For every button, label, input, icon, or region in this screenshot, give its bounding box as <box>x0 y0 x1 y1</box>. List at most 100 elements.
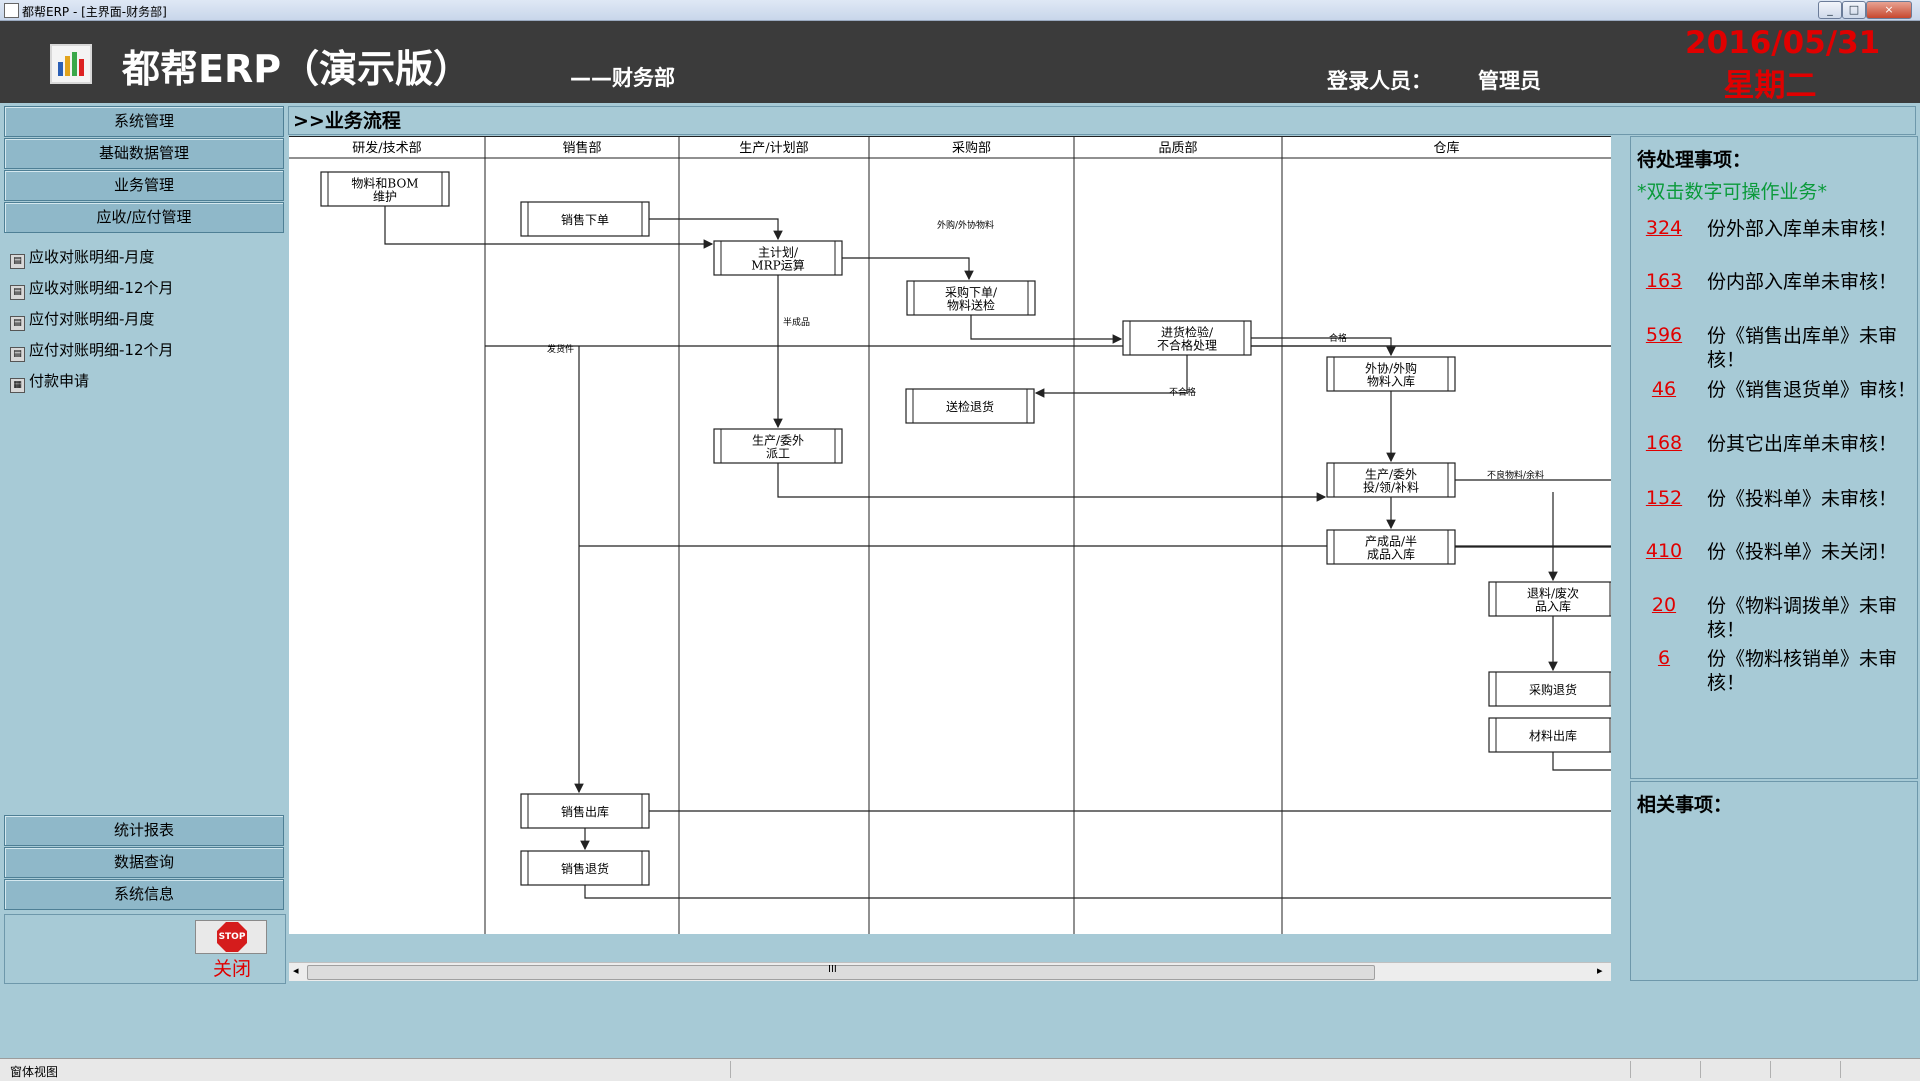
menu-business-management[interactable]: 业务管理 <box>4 170 284 201</box>
status-text: 窗体视图 <box>10 1065 59 1079</box>
task-count-link[interactable]: 46 <box>1651 378 1677 400</box>
task-count-link[interactable]: 152 <box>1645 487 1683 509</box>
flowchart: 研发/技术部销售部生产/计划部采购部品质部仓库 物料和BOM维护销售下单主计划/… <box>289 136 1611 934</box>
form-icon: ▦ <box>10 378 25 393</box>
status-divider <box>1700 1061 1701 1078</box>
panel-title: >>业务流程 <box>288 106 1916 135</box>
related-panel: 相关事项： <box>1630 781 1918 981</box>
task-count-link[interactable]: 596 <box>1645 324 1683 346</box>
lane-header: 仓库 <box>1433 140 1459 156</box>
flow-box-label: 外协/外购 <box>1365 361 1417 376</box>
flow-connector <box>970 315 1123 344</box>
close-window-button[interactable]: × <box>1866 1 1912 19</box>
scroll-thumb-grip: III <box>828 964 837 975</box>
current-weekday: 星期二 <box>1723 68 1817 104</box>
flow-box-label: 销售下单 <box>561 212 609 227</box>
related-title: 相关事项： <box>1637 794 1733 816</box>
flow-box-label: 主计划/ <box>758 246 799 260</box>
app-logo-icon <box>50 44 92 84</box>
task-count-link[interactable]: 324 <box>1645 217 1683 239</box>
flow-box-label: 采购下单/ <box>945 285 998 300</box>
flow-box-label: 不合格处理 <box>1157 338 1217 353</box>
sub-item-receivable-monthly[interactable]: ▤ 应收对账明细-月度 <box>10 246 154 269</box>
task-count-link[interactable]: 168 <box>1645 432 1683 454</box>
menu-receivable-payable[interactable]: 应收/应付管理 <box>4 202 284 233</box>
flow-connector <box>842 257 974 281</box>
sub-item-receivable-12months[interactable]: ▤应收对账明细-12个月 <box>10 277 174 300</box>
minimize-button[interactable]: _ <box>1818 1 1842 19</box>
lane-header: 采购部 <box>952 140 991 156</box>
task-count-link[interactable]: 163 <box>1645 270 1683 292</box>
sub-item-payment-request[interactable]: ▦ 付款申请 <box>10 370 89 393</box>
edge-label: 半成品 <box>783 316 810 328</box>
sub-item-label: 付款申请 <box>29 372 90 390</box>
flow-box-sale-out[interactable]: 销售出库 <box>520 793 650 829</box>
flow-box-label: 物料送检 <box>947 298 995 313</box>
flow-box-label: 维护 <box>373 190 397 204</box>
task-text: 份《物料核销单》未审核！ <box>1707 648 1898 694</box>
task-text: 份其它出库单未审核！ <box>1707 433 1898 455</box>
edge-label: 不良物料/余料 <box>1487 469 1544 481</box>
edge-label: 外购/外协物料 <box>937 219 994 231</box>
flow-connector <box>777 463 1327 502</box>
flow-box-material-out[interactable]: 材料出库 <box>1488 717 1611 753</box>
scroll-left-arrow-icon[interactable]: ◂ <box>293 964 299 977</box>
flow-connector <box>1251 337 1396 357</box>
flow-box-sale-order[interactable]: 销售下单 <box>520 201 650 237</box>
flow-box-label: 进货检验/ <box>1161 325 1214 340</box>
flow-box-sale-return[interactable]: 销售退货 <box>520 850 650 886</box>
pending-hint: *双击数字可操作业务* <box>1637 181 1828 203</box>
report-icon: ▤ <box>10 347 25 362</box>
menu-statistics-report[interactable]: 统计报表 <box>4 815 284 846</box>
sub-item-payable-12months[interactable]: ▤ 应付对账明细-12个月 <box>10 339 174 362</box>
flow-box-issue[interactable]: 生产/委外投/领/补料 <box>1326 462 1456 498</box>
flow-box-label: 生产/委外 <box>1365 468 1417 482</box>
flow-box-label: 销售退货 <box>561 861 609 876</box>
task-text: 份内部入库单未审核！ <box>1707 271 1898 293</box>
sub-item-label: 应付对账明细-12个月 <box>29 341 174 359</box>
report-icon: ▤ <box>10 254 25 269</box>
task-count-link[interactable]: 20 <box>1651 594 1677 616</box>
flow-box-return-inspect[interactable]: 送检退货 <box>905 388 1035 424</box>
flow-box-inspect[interactable]: 进货检验/不合格处理 <box>1122 320 1252 356</box>
pending-title: 待处理事项： <box>1637 149 1752 171</box>
flow-box-label: 送检退货 <box>946 399 994 414</box>
flow-box-purchase-return[interactable]: 采购退货 <box>1488 671 1611 707</box>
status-divider <box>1840 1061 1841 1078</box>
task-text: 份《销售出库单》未审核！ <box>1707 325 1898 371</box>
lane-header: 研发/技术部 <box>352 140 421 156</box>
menu-system-info[interactable]: 系统信息 <box>4 879 284 910</box>
report-icon: ▤ <box>10 316 25 331</box>
lane-header: 品质部 <box>1158 141 1197 156</box>
flow-box-purchase[interactable]: 采购下单/物料送检 <box>906 280 1036 316</box>
stop-icon: STOP <box>217 922 247 952</box>
flow-box-label: 派工 <box>766 447 790 461</box>
scroll-right-arrow-icon[interactable]: ▸ <box>1597 964 1603 977</box>
sub-item-payable-monthly[interactable]: ▤ 应付对账明细-月度 <box>10 308 154 331</box>
menu-data-query[interactable]: 数据查询 <box>4 847 284 878</box>
flow-box-label: 物料和BOM <box>351 177 418 191</box>
app-header <box>0 21 1920 103</box>
close-label[interactable]: 关闭 <box>213 958 252 980</box>
stop-button[interactable]: STOP <box>195 920 267 954</box>
flow-connector <box>384 206 714 249</box>
sub-item-label: 应付对账明细-月度 <box>29 310 155 328</box>
maximize-button[interactable]: □ <box>1842 1 1866 19</box>
sub-item-label: 应收对账明细-月度 <box>29 248 155 266</box>
menu-basic-data-management[interactable]: 基础数据管理 <box>4 138 284 169</box>
flow-box-label: 生产/委外 <box>752 434 804 448</box>
scrollbar-thumb[interactable]: III <box>307 964 1375 980</box>
task-count-link[interactable]: 410 <box>1645 540 1683 562</box>
window-title: 都帮ERP - [主界面-财务部] <box>22 5 167 19</box>
status-bar: 窗体视图 <box>0 1058 1920 1081</box>
task-count-link[interactable]: 6 <box>1657 647 1671 669</box>
flow-box-mrp[interactable]: 主计划/MRP运算 <box>713 240 843 276</box>
horizontal-scrollbar[interactable]: ◂ III ▸ <box>289 962 1611 981</box>
department-label: ——财务部 <box>570 66 675 90</box>
menu-system-management[interactable]: 系统管理 <box>4 106 284 137</box>
